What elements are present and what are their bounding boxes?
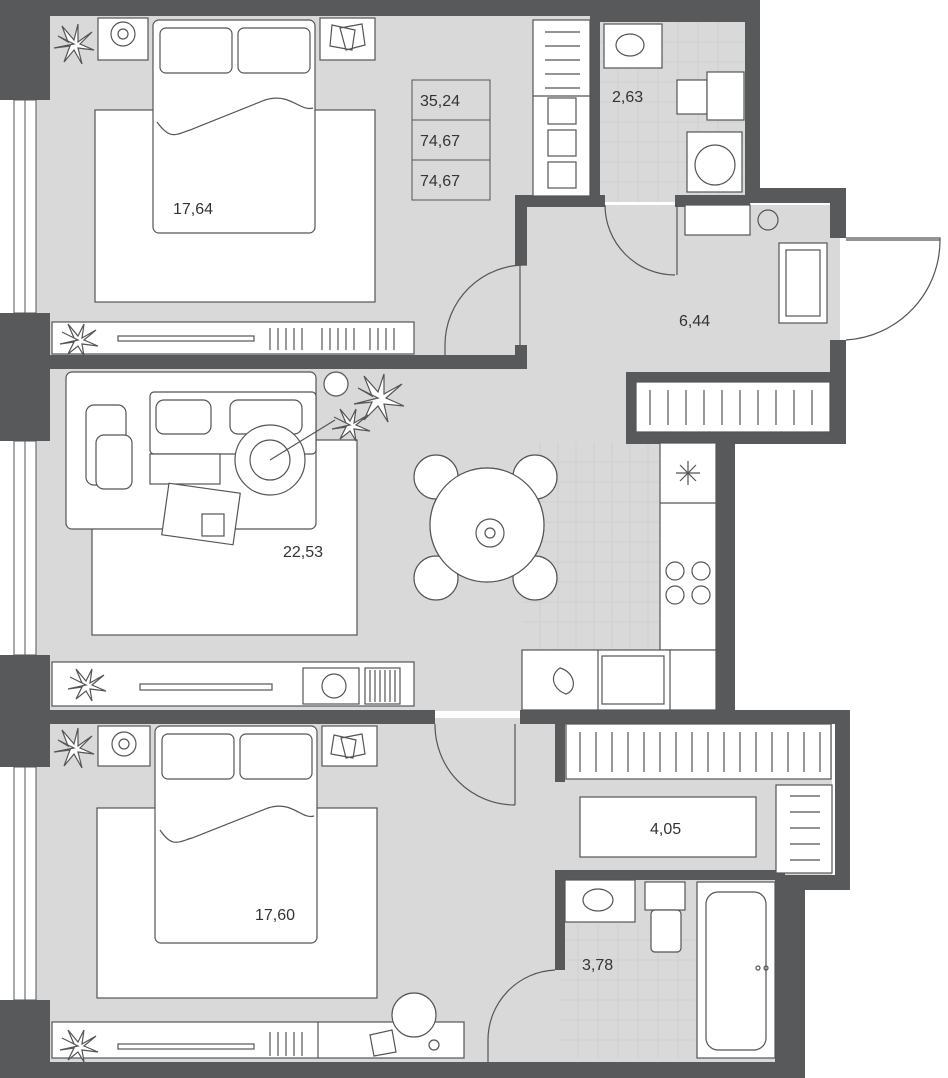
shoe-rack xyxy=(684,204,751,236)
sink-icon xyxy=(601,655,665,705)
room-area-bathroom-bottom: 3,78 xyxy=(582,957,613,974)
room-area-bedroom-bottom: 17,60 xyxy=(255,907,295,924)
area-summary: 35,24 74,67 74,67 xyxy=(411,79,491,201)
umbrella-stand xyxy=(757,209,779,231)
bedroom-bottom: 17,60 xyxy=(51,725,465,1063)
hanger-icon xyxy=(545,31,580,89)
stove-icon xyxy=(665,561,711,605)
bedroom-top: 17,64 xyxy=(51,17,415,357)
toilet-icon xyxy=(644,881,686,911)
rug xyxy=(579,796,757,858)
room-area-wardrobe: 4,05 xyxy=(650,821,681,838)
plant-icon xyxy=(67,668,107,702)
hanger-icon xyxy=(649,390,813,425)
washer-icon xyxy=(686,131,743,193)
chair-icon xyxy=(391,992,437,1038)
plant-icon xyxy=(331,408,371,442)
sink-icon xyxy=(564,879,636,923)
lamp-icon xyxy=(428,1039,440,1051)
kitchen-tiles xyxy=(522,443,660,650)
room-area-living-room: 22,53 xyxy=(283,544,323,561)
room-area-hallway: 6,44 xyxy=(679,313,710,330)
total-area-value: 74,67 xyxy=(420,133,460,150)
room-area-bathroom-top: 2,63 xyxy=(612,89,643,106)
nightstand xyxy=(97,725,151,767)
books-icon xyxy=(329,23,366,51)
lamp-icon xyxy=(110,21,136,47)
bed-icon xyxy=(154,725,318,944)
plant-icon xyxy=(53,727,95,769)
plant-icon xyxy=(59,1029,99,1063)
plant-icon xyxy=(59,323,99,357)
bathtub-icon xyxy=(696,881,776,1059)
bench xyxy=(778,242,828,324)
bathroom-bottom-tiles xyxy=(560,925,695,1058)
bathroom-top: 2,63 xyxy=(603,23,745,193)
lamp-icon xyxy=(111,731,137,757)
living-room: 22,53 xyxy=(51,371,558,707)
plant-icon xyxy=(53,23,95,65)
toilet-icon xyxy=(676,79,708,115)
door-icon xyxy=(434,204,941,1062)
books-icon xyxy=(201,513,225,537)
plant-icon xyxy=(353,373,405,423)
sink-icon xyxy=(603,23,663,69)
plant-icon xyxy=(552,667,574,695)
bathroom-bottom: 3,78 xyxy=(564,879,776,1059)
books-icon xyxy=(330,733,366,759)
room-area-bedroom-top: 17,64 xyxy=(173,201,213,218)
hanger-icon xyxy=(579,732,821,772)
closet-top xyxy=(532,19,591,197)
living-area-value: 35,24 xyxy=(420,93,460,110)
fridge-icon xyxy=(676,461,700,485)
books-icon xyxy=(369,1029,397,1057)
table-icon xyxy=(161,482,241,546)
window-icon xyxy=(13,99,37,1001)
total-area-value-2: 74,67 xyxy=(420,173,460,190)
hallway: 6,44 xyxy=(635,204,831,433)
wardrobe-hall xyxy=(635,381,831,433)
turntable xyxy=(302,667,360,705)
walls xyxy=(0,0,850,1078)
kitchen xyxy=(521,442,717,711)
wardrobe-room: 4,05 xyxy=(565,723,833,874)
